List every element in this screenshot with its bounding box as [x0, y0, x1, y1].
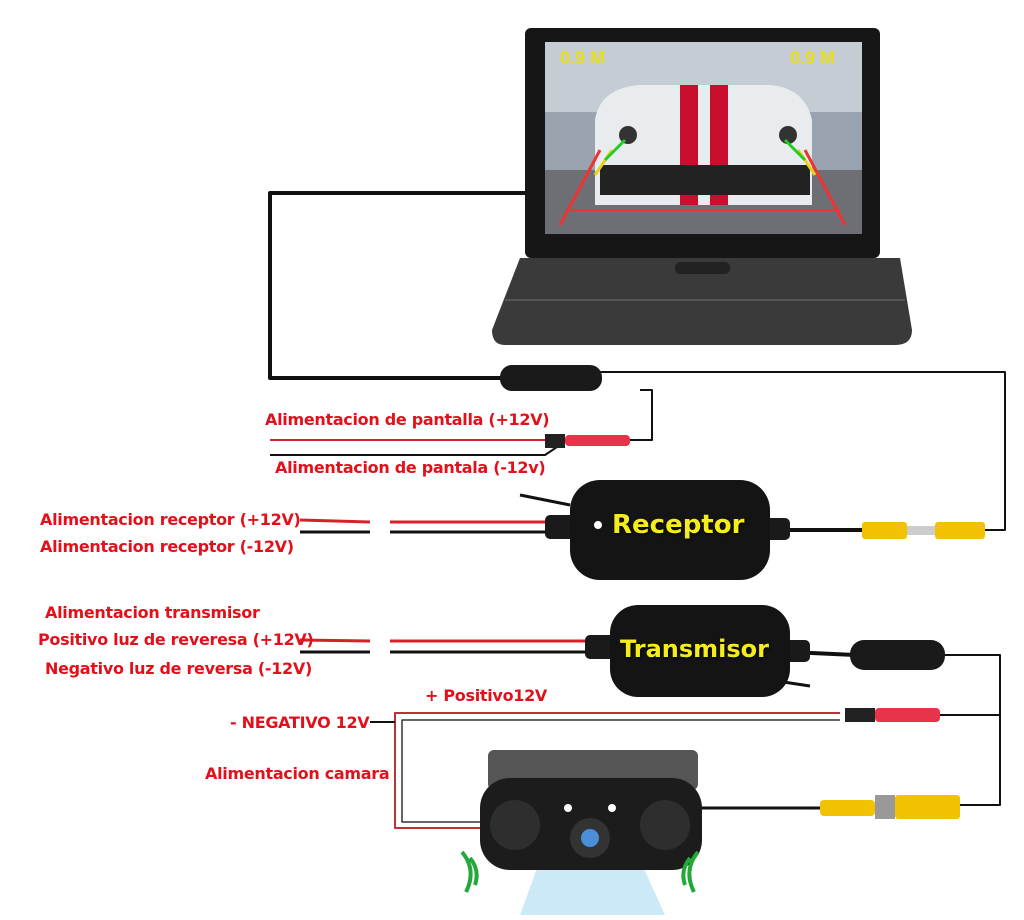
- sensor-wave-left-icon: [460, 850, 479, 893]
- label-transmitter-positive: Positivo luz de reveresa (+12V): [38, 630, 314, 649]
- camera: [460, 750, 702, 915]
- transmitter-label: Transmisor: [620, 635, 769, 663]
- screen-connector: [500, 365, 602, 391]
- label-transmitter-negative: Negativo luz de reversa (-12V): [45, 659, 312, 678]
- distance-right: 0.9 M: [790, 48, 836, 68]
- connectors: [500, 365, 985, 819]
- receiver-label: Receptor: [612, 510, 745, 540]
- monitor-button: [675, 262, 730, 274]
- label-camera-positive: + Positivo12V: [425, 686, 548, 705]
- wires: [268, 191, 1006, 829]
- transmitter-box: [585, 605, 810, 697]
- label-screen-positive: Alimentacion de pantalla (+12V): [265, 410, 550, 429]
- rca-yellow-receiver: [862, 522, 907, 539]
- camera-power-plug: [875, 708, 940, 722]
- label-camera-power: Alimentacion camara: [205, 764, 390, 783]
- rca-yellow-camera: [820, 800, 875, 816]
- receiver-box: [545, 480, 790, 580]
- monitor: [492, 28, 912, 345]
- screen-power-plug: [565, 435, 630, 446]
- monitor-stand: [492, 258, 912, 345]
- sensor-wave-right-icon: [681, 850, 700, 893]
- distance-left: 0.9 M: [560, 48, 606, 68]
- label-receiver-positive: Alimentacion receptor (+12V): [40, 510, 301, 529]
- camera-light-beam: [520, 860, 665, 915]
- label-camera-negative: - NEGATIVO 12V: [230, 713, 370, 732]
- label-transmitter-title: Alimentacion transmisor: [45, 603, 260, 622]
- label-screen-negative: Alimentacion de pantala (-12v): [275, 458, 546, 477]
- transmitter-connector: [850, 640, 945, 670]
- label-receiver-negative: Alimentacion receptor (-12V): [40, 537, 294, 556]
- led-icon: [594, 521, 602, 529]
